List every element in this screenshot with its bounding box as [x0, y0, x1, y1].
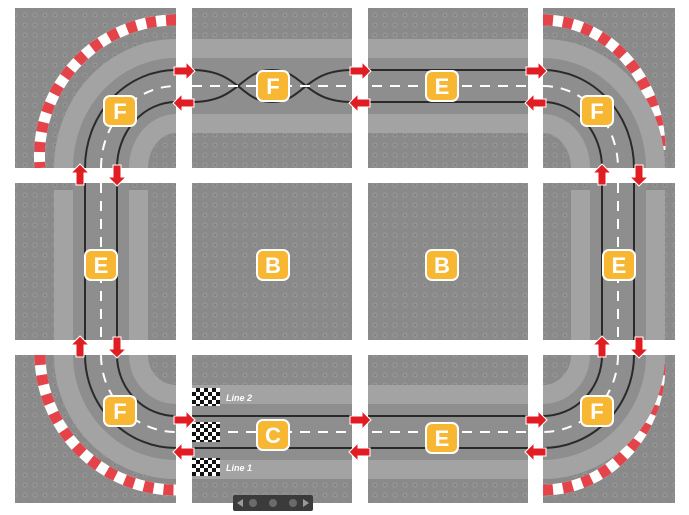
tile-label-top-mid-left: F — [257, 71, 289, 101]
checkered-flag-icon — [192, 458, 220, 476]
tile-label-bottom-right: F — [581, 396, 613, 426]
svg-text:F: F — [113, 99, 126, 124]
tile-label-bottom-left: F — [104, 396, 136, 426]
svg-text:B: B — [434, 253, 450, 278]
connector-icon — [233, 495, 313, 511]
start-line-1-label: Line 1 — [226, 463, 252, 473]
svg-text:F: F — [590, 99, 603, 124]
tile-label-bottom-mid-left: C — [257, 420, 289, 450]
checkered-flag-icon — [192, 422, 220, 442]
tile-label-mid-left: E — [85, 250, 117, 280]
svg-text:E: E — [435, 74, 450, 99]
tile-label-center-left: B — [257, 250, 289, 280]
svg-text:F: F — [113, 399, 126, 424]
svg-text:E: E — [94, 253, 109, 278]
tile-label-top-right: F — [581, 96, 613, 126]
svg-text:E: E — [612, 253, 627, 278]
svg-text:F: F — [266, 74, 279, 99]
start-line-2-label: Line 2 — [226, 393, 252, 403]
checkered-flag-icon — [192, 388, 220, 406]
svg-text:F: F — [590, 399, 603, 424]
tile-label-top-left: F — [104, 96, 136, 126]
svg-text:C: C — [265, 423, 281, 448]
tile-label-center-right: B — [426, 250, 458, 280]
tile-label-mid-right: E — [603, 250, 635, 280]
svg-text:E: E — [435, 426, 450, 451]
svg-text:B: B — [265, 253, 281, 278]
tile-label-bottom-mid-right: E — [426, 423, 458, 453]
tile-label-top-mid-right: E — [426, 71, 458, 101]
